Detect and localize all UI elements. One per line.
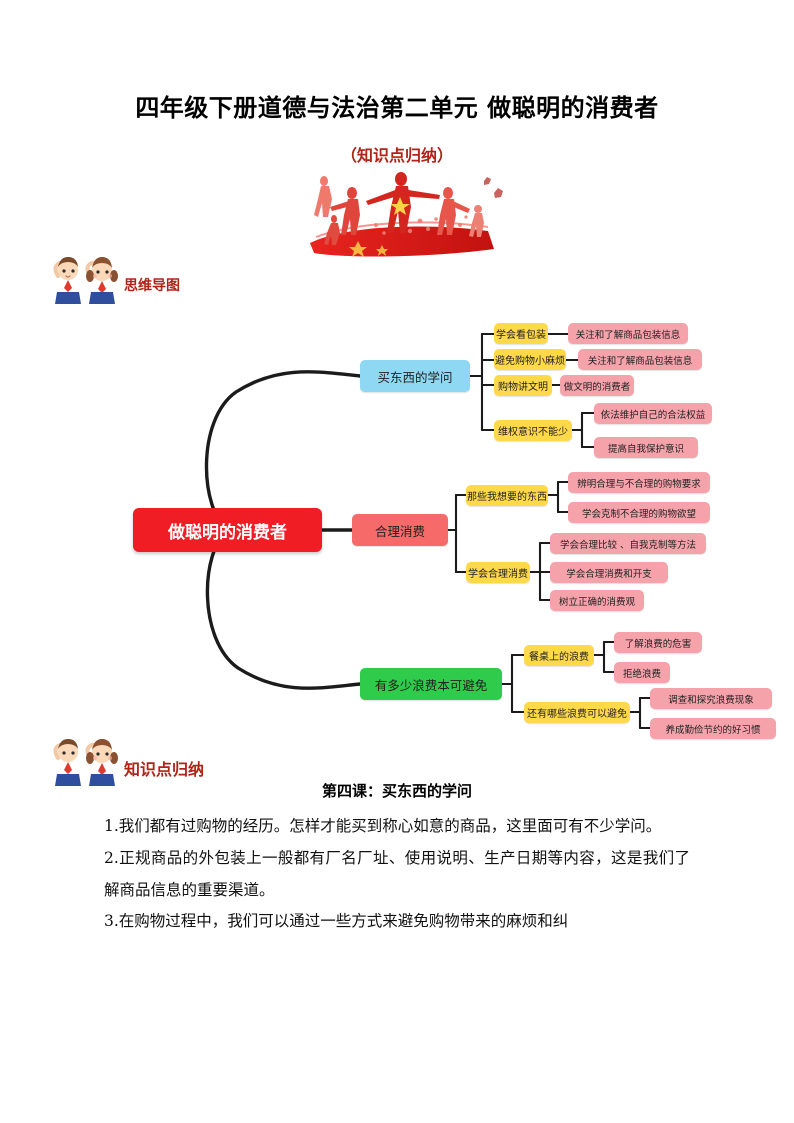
notes-section: 第四课：买东西的学问 1.我们都有过购物的经历。怎样才能买到称心如意的商品，这里…	[0, 780, 794, 938]
two-saluting-students-illustration-top	[46, 246, 124, 304]
mindmap-leaf-packaging-info-1[interactable]: 关注和了解商品包装信息	[568, 323, 688, 344]
mindmap-leaf-compare-methods[interactable]: 学会合理比较 、自我克制等方法	[550, 533, 706, 554]
mindmap-leaf-defend-rights[interactable]: 依法维护自己的合法权益	[594, 403, 712, 424]
mindmap-sub-things-i-want[interactable]: 那些我想要的东西	[466, 485, 548, 506]
mindmap: 做聪明的消费者 买东西的学问 学会看包装 关注和了解商品包装信息 避免购物小麻烦…	[0, 300, 794, 740]
mindmap-leaf-waste-harm[interactable]: 了解浪费的危害	[614, 632, 702, 653]
mindmap-sub-learn-reasonable-consumption[interactable]: 学会合理消费	[466, 562, 530, 583]
mindmap-leaf-packaging-info-2[interactable]: 关注和了解商品包装信息	[578, 349, 702, 370]
page-subtitle: （知识点归纳）	[340, 146, 453, 165]
mindmap-branch-reasonable-consumption[interactable]: 合理消费	[352, 514, 448, 546]
mindmap-leaf-civilized-consumer[interactable]: 做文明的消费者	[560, 375, 634, 396]
mindmap-sub-avoid-shopping-trouble[interactable]: 避免购物小麻烦	[494, 349, 566, 370]
mindmap-branch-avoidable-waste[interactable]: 有多少浪费本可避免	[360, 668, 502, 700]
red-patriotic-silhouette-illustration	[288, 163, 512, 263]
mindmap-sub-rights-awareness[interactable]: 维权意识不能少	[494, 420, 572, 441]
two-saluting-students-illustration-bottom	[46, 728, 124, 786]
notes-body: 1.我们都有过购物的经历。怎样才能买到称心如意的商品，这里面可有不少学问。 2.…	[104, 811, 690, 938]
mindmap-leaf-self-protection[interactable]: 提高自我保护意识	[594, 437, 698, 458]
mindmap-leaf-restrain-desire[interactable]: 学会克制不合理的购物欲望	[568, 502, 710, 523]
mindmap-sub-civilized-shopping[interactable]: 购物讲文明	[494, 375, 552, 396]
mindmap-leaf-correct-view[interactable]: 树立正确的消费观	[550, 590, 644, 611]
mindmap-leaf-thrift-habit[interactable]: 养成勤俭节约的好习惯	[650, 718, 776, 739]
mindmap-connectors	[204, 332, 652, 730]
mindmap-leaf-distinguish-demands[interactable]: 辨明合理与不合理的购物要求	[568, 472, 710, 493]
mindmap-branch-buy-knowledge[interactable]: 买东西的学问	[360, 360, 470, 392]
mindmap-sub-other-avoidable-waste[interactable]: 还有哪些浪费可以避免	[524, 702, 630, 723]
mindmap-sub-learn-packaging[interactable]: 学会看包装	[494, 323, 548, 344]
mindmap-leaf-refuse-waste[interactable]: 拒绝浪费	[614, 662, 670, 683]
notes-section-label: 知识点归纳	[124, 760, 205, 779]
mindmap-section-label: 思维导图	[124, 278, 180, 294]
page-title: 四年级下册道德与法治第二单元 做聪明的消费者	[135, 93, 659, 122]
notes-paragraph-1: 1.我们都有过购物的经历。怎样才能买到称心如意的商品，这里面可有不少学问。	[104, 817, 662, 835]
mindmap-root-node[interactable]: 做聪明的消费者	[133, 508, 322, 552]
notes-paragraph-3: 3.在购物过程中，我们可以通过一些方式来避免购物带来的麻烦和纠	[104, 912, 569, 931]
mindmap-sub-table-waste[interactable]: 餐桌上的浪费	[524, 645, 594, 666]
notes-heading: 第四课：买东西的学问	[321, 782, 472, 800]
notes-paragraph-2: 2.正规商品的外包装上一般都有厂名厂址、使用说明、生产日期等内容，这是我们了解商…	[104, 848, 690, 899]
mindmap-leaf-consumption-expenses[interactable]: 学会合理消费和开支	[550, 562, 668, 583]
mindmap-leaf-investigate-waste[interactable]: 调查和探究浪费现象	[650, 688, 772, 709]
